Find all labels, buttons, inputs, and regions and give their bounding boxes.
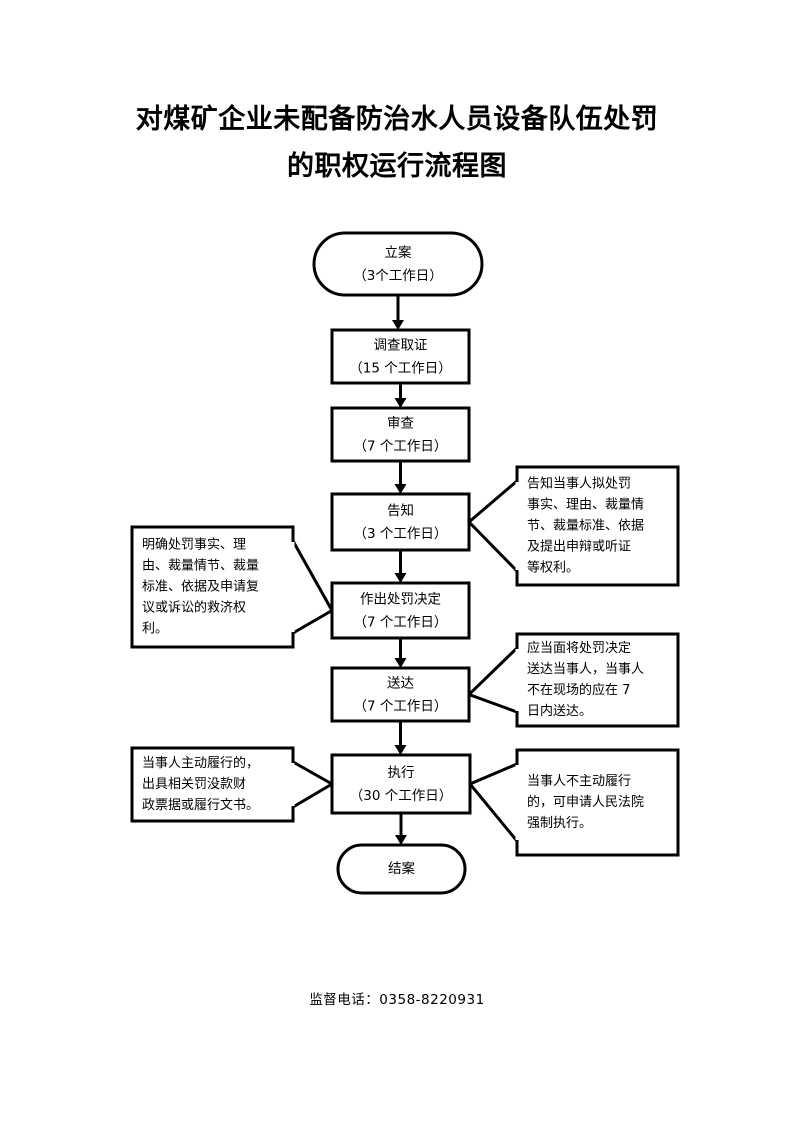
flow-node-jiean: 结案 xyxy=(336,843,467,895)
node-shape-liaan xyxy=(312,231,484,297)
callout-text-line: 等权利。 xyxy=(527,560,579,576)
node-label-primary: 结案 xyxy=(388,860,415,877)
flow-node-shencha: 审查 （7 个工作日） xyxy=(330,406,471,463)
callout-text-line: 的，可申请人民法院 xyxy=(527,794,644,810)
node-shape-songda xyxy=(330,666,471,723)
callout-text-line: 当事人主动履行的， xyxy=(142,755,259,771)
connector-liaan-to-diaocha xyxy=(392,295,404,330)
node-label-duration: （7 个工作日） xyxy=(354,699,448,715)
flow-node-gaozhi: 告知 （3 个工作日） xyxy=(330,492,471,552)
callout-text-line: 告知当事人拟处罚 xyxy=(527,476,631,492)
arrow-head-icon xyxy=(395,835,407,845)
node-shape-jiean xyxy=(336,843,467,895)
node-shape-diaocha xyxy=(330,328,471,385)
callout-text-line: 不在现场的应在 7 xyxy=(527,682,630,698)
callout-text-line: 事实、理由、裁量情 xyxy=(527,497,644,513)
node-label-duration: （7 个工作日） xyxy=(354,615,448,631)
node-label-primary: 作出处罚决定 xyxy=(360,592,441,608)
callout-pointer xyxy=(291,759,336,810)
node-label-duration: （3 个工作日） xyxy=(354,526,448,542)
callout-pointer xyxy=(466,644,519,715)
callout-box xyxy=(515,748,680,857)
callout-text-line: 明确处罚事实、理 xyxy=(142,538,246,553)
node-label-primary: 立案 xyxy=(385,244,412,261)
node-shape-gaozhi xyxy=(330,492,471,552)
page-title: 对煤矿企业未配备防治水人员设备队伍处罚 的职权运行流程图 xyxy=(0,96,794,190)
arrow-head-icon xyxy=(394,658,407,668)
node-shape-jueding xyxy=(330,581,471,640)
flow-node-liaan: 立案 （3个工作日） xyxy=(312,231,484,297)
callout-pointer xyxy=(467,761,519,846)
flow-node-songda: 送达 （7 个工作日） xyxy=(330,666,471,723)
connector-songda-to-zhixing xyxy=(394,721,407,755)
node-shape-zhixing xyxy=(330,753,472,815)
arrow-head-icon xyxy=(394,573,407,583)
connector-gaozhi-to-jueding xyxy=(394,550,407,583)
flow-node-jueding: 作出处罚决定 （7 个工作日） xyxy=(330,581,471,640)
title-line-2: 的职权运行流程图 xyxy=(287,151,507,182)
connector-shencha-to-gaozhi xyxy=(394,461,407,494)
connector-diaocha-to-shencha xyxy=(394,383,407,408)
flow-node-diaocha: 调查取证 （15 个工作日） xyxy=(330,328,471,385)
node-label-duration: （30 个工作日） xyxy=(350,788,452,804)
callout-text-line: 应当面将处罚决定 xyxy=(527,640,631,656)
callout-text-line: 议或诉讼的救济权 xyxy=(142,600,246,616)
callout-text-line: 当事人不主动履行 xyxy=(527,774,631,789)
callout-box xyxy=(515,632,680,728)
callout-text-line: 由、裁量情节、裁量 xyxy=(142,558,259,574)
arrow-head-icon xyxy=(394,745,407,755)
flow-connectors xyxy=(392,295,407,845)
node-label-duration: （7 个工作日） xyxy=(354,439,448,455)
node-label-primary: 执行 xyxy=(388,765,415,781)
callout-box xyxy=(130,525,295,649)
flow-nodes: 立案 （3个工作日） 调查取证 （15 个工作日） 审查 （7 个工作日） 告知 （3 个工作… xyxy=(312,231,484,895)
node-label-primary: 调查取证 xyxy=(374,338,428,354)
title-line-1: 对煤矿企业未配备防治水人员设备队伍处罚 xyxy=(135,104,659,135)
node-label-duration: （3个工作日） xyxy=(353,268,443,284)
connector-zhixing-to-jiean xyxy=(395,813,407,845)
callout-text-line: 送达当事人，当事人 xyxy=(527,662,644,677)
callout-text-line: 强制执行。 xyxy=(527,816,592,831)
node-shape-shencha xyxy=(330,406,471,463)
arrow-head-icon xyxy=(392,320,404,330)
supervision-phone: 监督电话：0358-8220931 xyxy=(309,992,485,1008)
callout-text-line: 日内送达。 xyxy=(527,703,592,719)
node-label-primary: 送达 xyxy=(387,676,414,692)
callout-text-line: 标准、依据及申请复 xyxy=(142,580,259,595)
connector-jueding-to-songda xyxy=(394,638,407,668)
arrow-head-icon xyxy=(394,398,407,408)
arrow-head-icon xyxy=(394,484,407,494)
node-label-duration: （15 个工作日） xyxy=(349,361,451,377)
node-label-primary: 审查 xyxy=(387,416,414,432)
footer: 监督电话：0358-8220931 xyxy=(0,988,794,1008)
callout-text-line: 及提出申辩或听证 xyxy=(527,539,631,555)
callout-pointer xyxy=(291,535,335,636)
callout-pointer xyxy=(466,477,519,575)
flow-callouts: 告知当事人拟处罚事实、理由、裁量情节、裁量标准、依据及提出申辩或听证等权利。明确… xyxy=(130,465,680,857)
callout-text-line: 节、裁量标准、依据 xyxy=(527,518,644,534)
flow-node-zhixing: 执行 （30 个工作日） xyxy=(330,753,472,815)
callout-text-line: 出具相关罚没款财 xyxy=(142,777,246,792)
node-label-primary: 告知 xyxy=(387,502,414,519)
callout-text-line: 利。 xyxy=(142,622,168,637)
callout-text-line: 政票据或履行文书。 xyxy=(142,798,259,813)
callout-box xyxy=(130,746,295,823)
